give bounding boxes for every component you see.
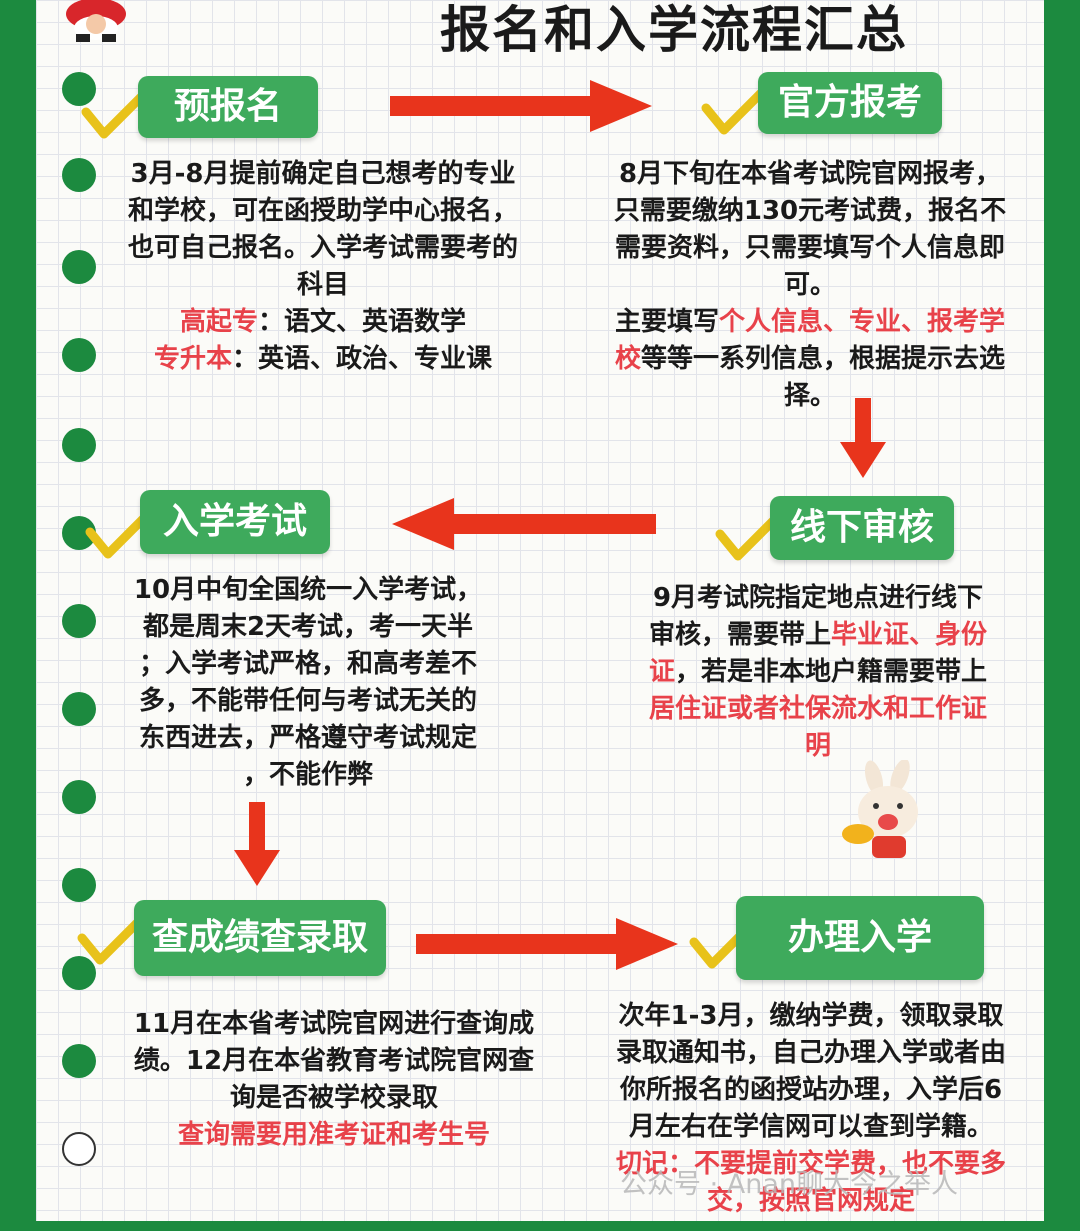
arrow-down-icon — [840, 398, 886, 478]
text-line: 高起专：语文、英语数学 — [90, 304, 556, 341]
text-line: 11月在本省考试院官网进行查询成 — [133, 1009, 535, 1039]
text-line: 需要资料，只需要填写个人信息即 — [614, 233, 1005, 263]
text-line: 居住证或者社保流水和工作证 — [648, 694, 987, 724]
text-line: 明 — [804, 731, 831, 761]
highlight-docs: 证 — [648, 657, 675, 687]
binder-hole — [62, 956, 96, 990]
text-span: 主要填写 — [614, 307, 719, 337]
text-line: 8月下旬在本省考试院官网报考， — [618, 159, 1002, 189]
text-line: ；入学考试严格，和高考差不 — [138, 649, 477, 679]
gqz-label: 高起专 — [179, 307, 258, 337]
step-prereg-text: 3月-8月提前确定自己想考的专业 和学校，可在函授助学中心报名， 也可自己报名。… — [90, 156, 556, 378]
text-line: 次年1-3月，缴纳学费，领取录取 — [618, 1001, 1004, 1031]
arrow-left-icon — [392, 498, 656, 550]
text-line: 科目 — [296, 270, 349, 300]
arrow-down-icon — [234, 802, 280, 886]
binder-hole — [62, 1044, 96, 1078]
text-line: 东西进去，严格遵守考试规定 — [138, 723, 477, 753]
check-icon — [715, 509, 784, 561]
step-review-text: 9月考试院指定地点进行线下 审核，需要带上毕业证、身份 证，若是非本地户籍需要带… — [610, 580, 1026, 765]
text-span: 审核，需要带上 — [648, 620, 831, 650]
highlight-info: 校 — [614, 344, 641, 374]
watermark: 公众号 · Anan聊大今之举人 — [620, 1169, 958, 1200]
text-line: 审核，需要带上毕业证、身份 — [610, 617, 1026, 654]
step-official-tag: 官方报考 — [758, 72, 942, 134]
text-span: ，若是非本地户籍需要带上 — [675, 657, 988, 687]
text-line: 也可自己报名。入学考试需要考的 — [127, 233, 518, 263]
arrow-right-icon — [416, 918, 678, 970]
binder-hole — [62, 692, 96, 726]
text-line: 绩。12月在本省教育考试院官网查 — [133, 1046, 535, 1076]
text-line: 月左右在学信网可以查到学籍。 — [628, 1112, 993, 1142]
text-line: 交，按照官网规定 — [706, 1186, 915, 1216]
text-line: 证，若是非本地户籍需要带上 — [610, 654, 1026, 691]
check-icon — [85, 507, 154, 559]
text-line: 3月-8月提前确定自己想考的专业 — [130, 159, 516, 189]
santa-mascot-icon — [66, 0, 126, 42]
text-line: 和学校，可在函授助学中心报名， — [127, 196, 518, 226]
step-review-tag: 线下审核 — [770, 496, 954, 560]
binder-hole — [62, 604, 96, 638]
text-line: 录取通知书，自己办理入学或者由 — [615, 1038, 1006, 1068]
binder-hole — [62, 250, 96, 284]
binder-hole — [62, 158, 96, 192]
text-line: 切记：不要提前交学费，也不要多 — [615, 1149, 1006, 1179]
binder-hole — [62, 780, 96, 814]
binder-hole — [62, 338, 96, 372]
gqz-subjects: ：语文、英语数学 — [258, 307, 467, 337]
step-exam-tag: 入学考试 — [140, 490, 330, 554]
text-line: 多，不能带任何与考试无关的 — [138, 686, 477, 716]
text-line: 你所报名的函授站办理，入学后6 — [619, 1075, 1003, 1105]
text-line: 专升本：英语、政治、专业课 — [90, 341, 556, 378]
binder-hole — [62, 1132, 96, 1166]
step-enroll-tag: 办理入学 — [736, 896, 984, 980]
step-score-tag: 查成绩查录取 — [134, 900, 386, 976]
text-line: 择。 — [783, 381, 836, 411]
text-line: ，不能作弊 — [242, 760, 373, 790]
rabbit-mascot-icon — [842, 760, 918, 858]
step-prereg-tag: 预报名 — [138, 76, 318, 138]
text-span: 等等一系列信息，根据提示去选 — [641, 344, 1006, 374]
text-line: 10月中旬全国统一入学考试， — [133, 575, 483, 605]
binder-hole — [62, 72, 96, 106]
text-line: 只需要缴纳130元考试费，报名不 — [613, 196, 1007, 226]
text-line: 都是周末2天考试，考一天半 — [142, 612, 474, 642]
text-line: 询是否被学校录取 — [229, 1083, 438, 1113]
check-icon — [81, 87, 150, 139]
page-title: 报名和入学流程汇总 — [440, 1, 908, 59]
arrow-right-icon — [390, 80, 652, 132]
text-line: 查询需要用准考证和考生号 — [177, 1120, 490, 1150]
step-score-text: 11月在本省考试院官网进行查询成 绩。12月在本省教育考试院官网查 询是否被学校… — [94, 1006, 574, 1154]
text-line: 9月考试院指定地点进行线下 — [652, 583, 984, 613]
step-official-text: 8月下旬在本省考试院官网报考， 只需要缴纳130元考试费，报名不 需要资料，只需… — [572, 156, 1048, 415]
highlight-info: 个人信息、专业、报考学 — [719, 307, 1006, 337]
highlight-docs: 毕业证、身份 — [831, 620, 988, 650]
text-line: 主要填写个人信息、专业、报考学 — [572, 304, 1048, 341]
check-icon — [77, 913, 146, 965]
text-line: 可。 — [783, 270, 836, 300]
check-icon — [701, 83, 770, 135]
binder-hole — [62, 868, 96, 902]
step-exam-text: 10月中旬全国统一入学考试， 都是周末2天考试，考一天半 ；入学考试严格，和高考… — [96, 572, 520, 794]
binder-hole — [62, 428, 96, 462]
zsb-label: 专升本 — [153, 344, 232, 374]
zsb-subjects: ：英语、政治、专业课 — [232, 344, 493, 374]
text-line: 校等等一系列信息，根据提示去选 — [572, 341, 1048, 378]
step-enroll-text: 次年1-3月，缴纳学费，领取录取 录取通知书，自己办理入学或者由 你所报名的函授… — [574, 998, 1048, 1220]
notebook-paper — [36, 0, 1044, 1221]
